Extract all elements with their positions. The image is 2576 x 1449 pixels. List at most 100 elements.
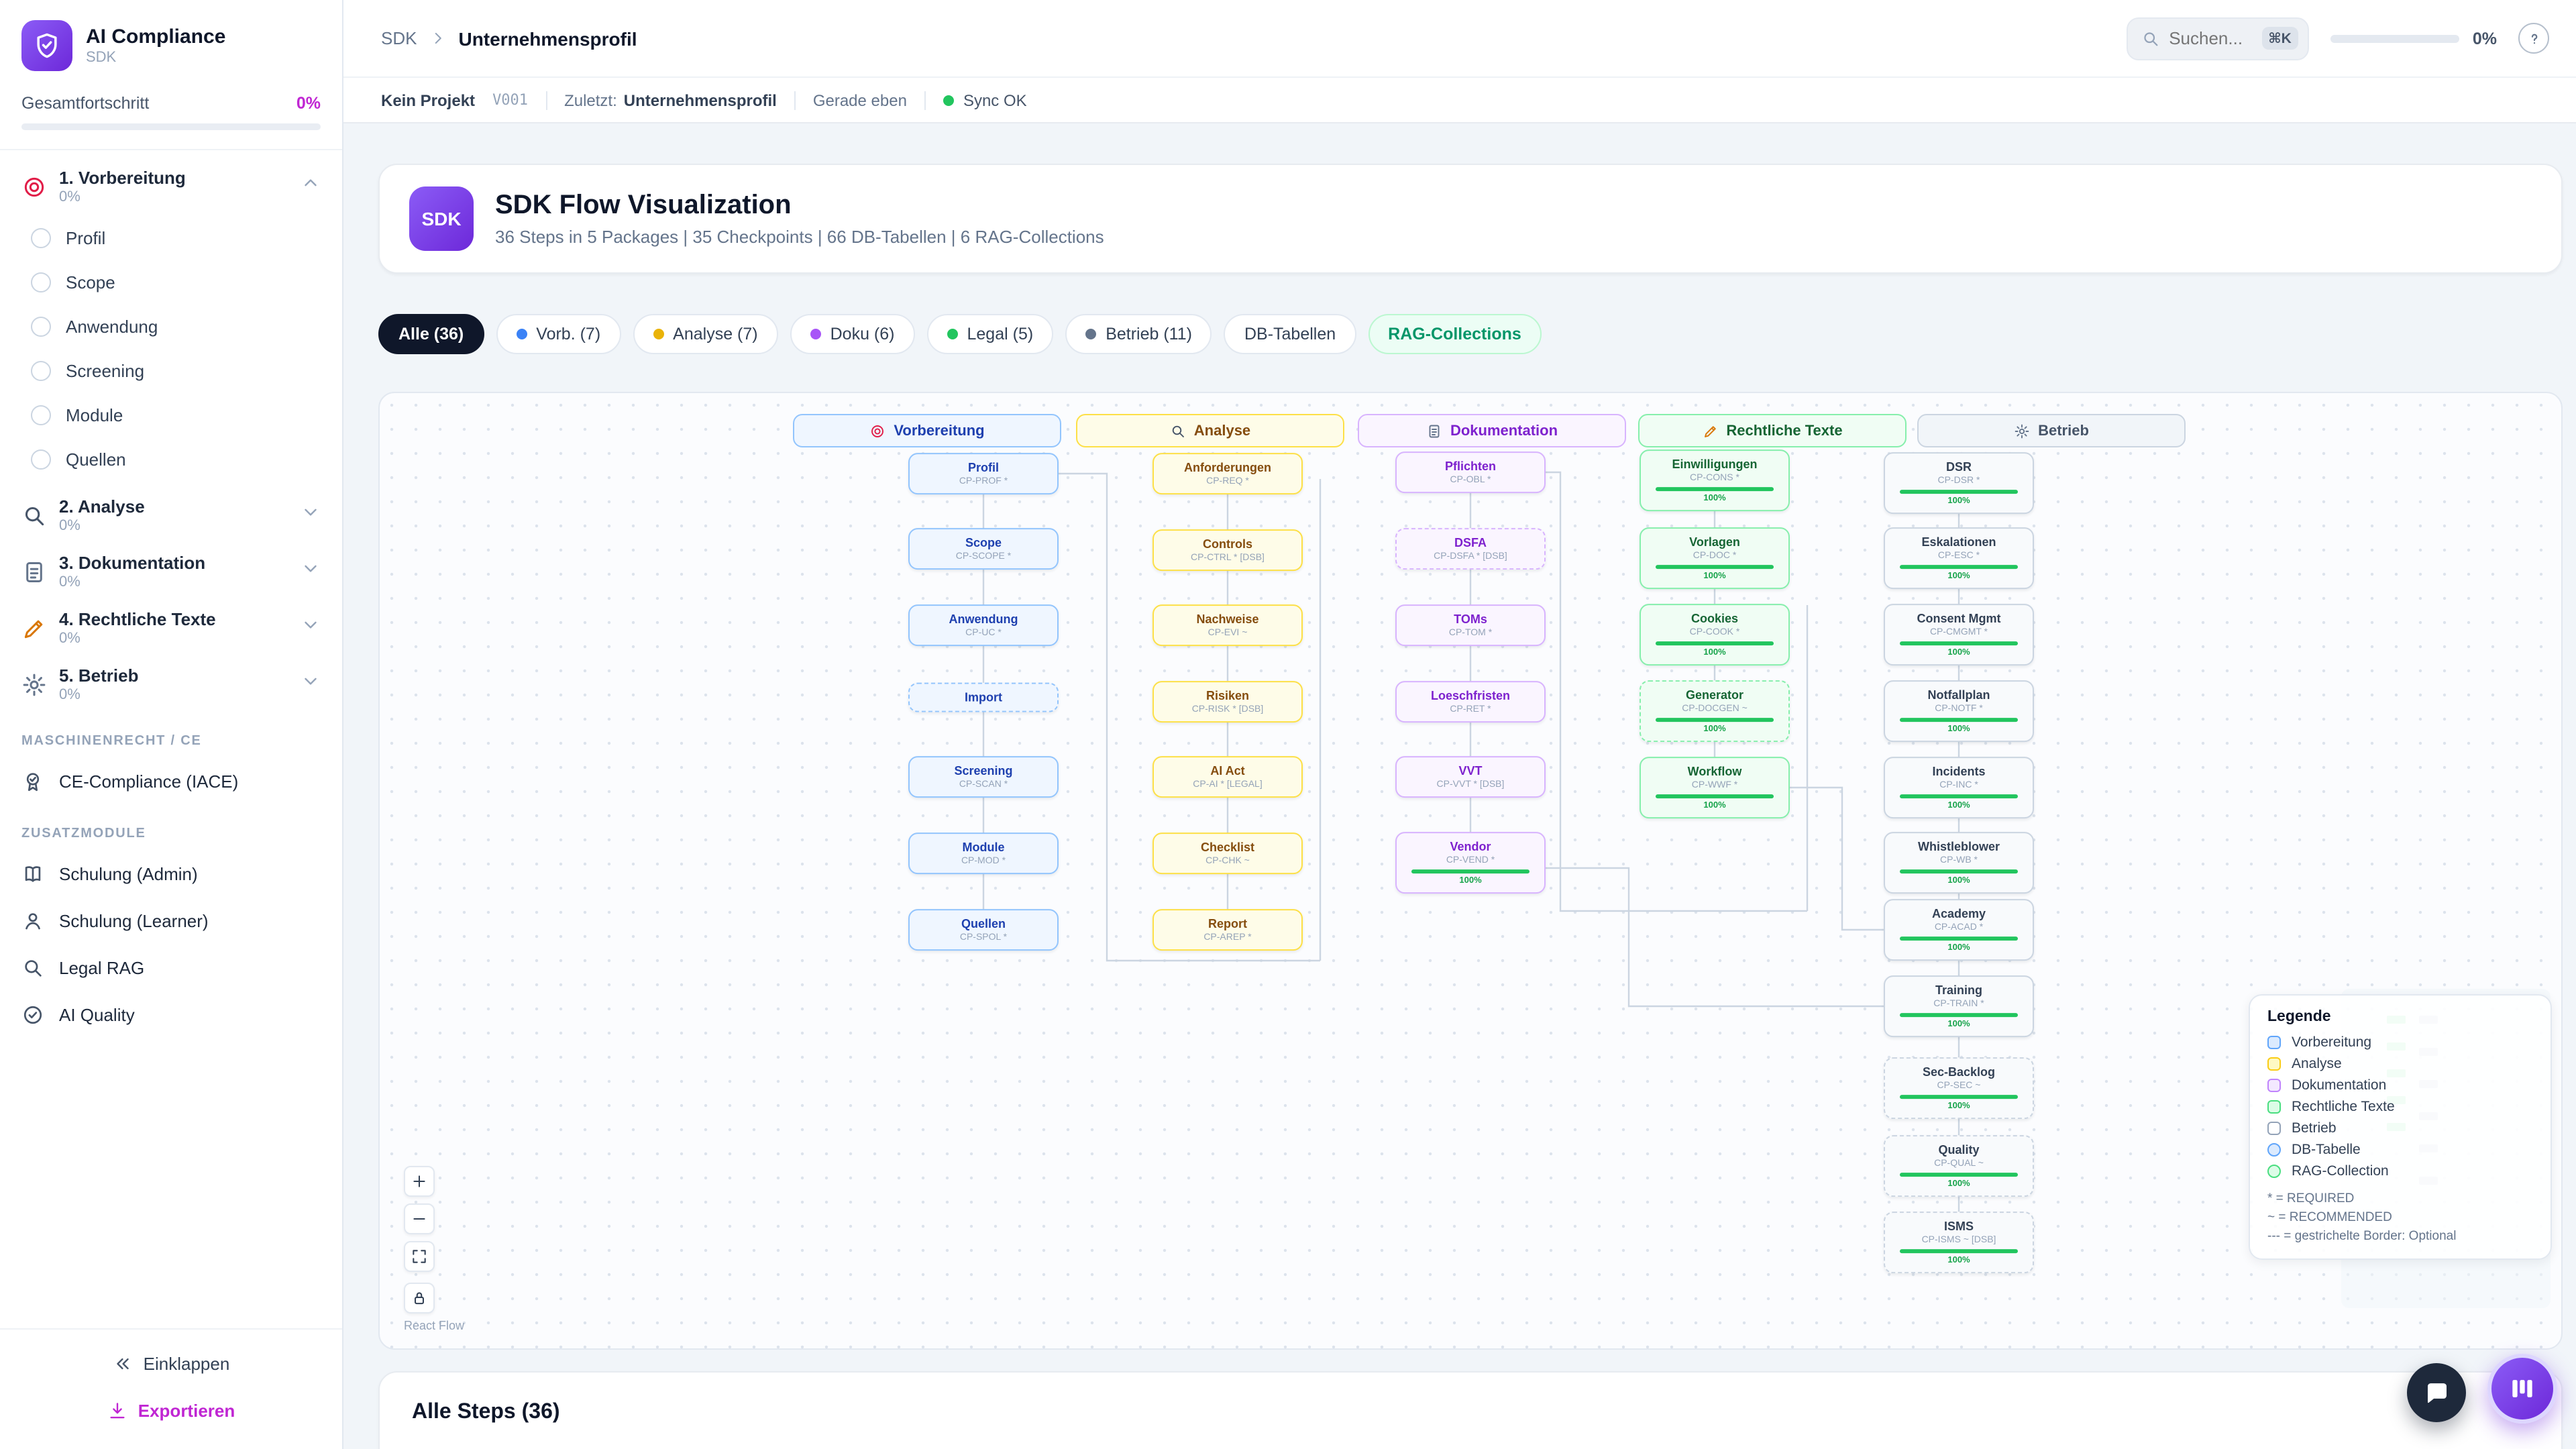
search-input[interactable]: [2169, 28, 2253, 48]
chat-button[interactable]: [2407, 1363, 2466, 1422]
sidebar-item-schulung-learner[interactable]: Schulung (Learner): [13, 898, 329, 945]
sidebar-item-quellen[interactable]: Quellen: [13, 437, 329, 482]
node-title: VVT: [1458, 764, 1483, 778]
filter-betrieb-11[interactable]: Betrieb (11): [1065, 314, 1212, 354]
flow-column-header-dokumentation: Dokumentation: [1358, 414, 1626, 447]
filter-vorb-7[interactable]: Vorb. (7): [496, 314, 621, 354]
sidebar-item-screening[interactable]: Screening: [13, 349, 329, 393]
legend-note: ~ = RECOMMENDED: [2267, 1210, 2392, 1225]
node-title: Cookies: [1690, 612, 1738, 626]
section-label: 4. Rechtliche Texte: [59, 609, 216, 629]
sidebar-item-label: Screening: [66, 361, 145, 381]
node-progress-bar: [1900, 641, 2018, 645]
board-view-button[interactable]: [2487, 1354, 2557, 1424]
breadcrumb-root[interactable]: SDK: [381, 28, 417, 48]
lock-button[interactable]: [404, 1283, 435, 1313]
filter-alle-36[interactable]: Alle (36): [378, 314, 484, 354]
filter-doku-6[interactable]: Doku (6): [790, 314, 915, 354]
sidebar-item-ce-compliance-iace[interactable]: CE-Compliance (IACE): [13, 758, 329, 805]
export-button[interactable]: Exportieren: [21, 1390, 321, 1432]
sidebar-item-scope[interactable]: Scope: [13, 260, 329, 305]
sidebar-item-ai-quality[interactable]: AI Quality: [13, 991, 329, 1038]
sidebar-item-schulung-admin[interactable]: Schulung (Admin): [13, 851, 329, 898]
node-title: Training: [1935, 983, 1982, 998]
sidebar-item-legal-rag[interactable]: Legal RAG: [13, 945, 329, 991]
node-checkpoint-code: CP-QUAL ~: [1934, 1159, 1984, 1169]
filter-bar: Alle (36) Vorb. (7) Analyse (7) Doku (6) Leg…: [378, 314, 2563, 354]
section-label: 2. Analyse: [59, 496, 145, 517]
filter-analyse-7[interactable]: Analyse (7): [633, 314, 778, 354]
node-title: Nachweise: [1196, 612, 1259, 627]
filter-legal-5[interactable]: Legal (5): [926, 314, 1054, 354]
search-box[interactable]: ⌘K: [2126, 17, 2309, 60]
node-progress-bar: [1900, 490, 2018, 494]
flow-column-header-analyse: Analyse: [1076, 414, 1344, 447]
columns-icon: [2508, 1374, 2537, 1403]
sidebar-item-module[interactable]: Module: [13, 393, 329, 437]
filter-rag-collections[interactable]: RAG-Collections: [1368, 314, 1542, 354]
node-progress-value: 100%: [1947, 571, 1970, 581]
filter-db-tabellen[interactable]: DB-Tabellen: [1224, 314, 1356, 354]
collapse-button[interactable]: Einklappen: [21, 1343, 321, 1385]
legend-item: DB-Tabelle: [2267, 1142, 2533, 1158]
search-shortcut-badge: ⌘K: [2261, 27, 2298, 50]
app-subtitle: SDK: [86, 50, 117, 66]
help-button[interactable]: [2518, 23, 2549, 54]
sidebar-item-profil[interactable]: Profil: [13, 216, 329, 260]
zoom-out-button[interactable]: [404, 1203, 435, 1234]
fit-view-button[interactable]: [404, 1241, 435, 1272]
search-icon: [21, 502, 47, 528]
sidebar-item-anwendung[interactable]: Anwendung: [13, 305, 329, 349]
filter-dot-icon: [1085, 329, 1097, 339]
sidebar-item-label: Legal RAG: [59, 958, 145, 978]
legend-note: * = REQUIRED: [2267, 1191, 2355, 1206]
zoom-in-button[interactable]: [404, 1166, 435, 1197]
filter-label: Betrieb (11): [1106, 325, 1192, 343]
section-label: 3. Dokumentation: [59, 553, 206, 573]
node-progress-value: 100%: [1947, 1019, 1970, 1029]
flow-node-import[interactable]: Import: [908, 682, 1059, 713]
filter-label: Legal (5): [967, 325, 1034, 343]
